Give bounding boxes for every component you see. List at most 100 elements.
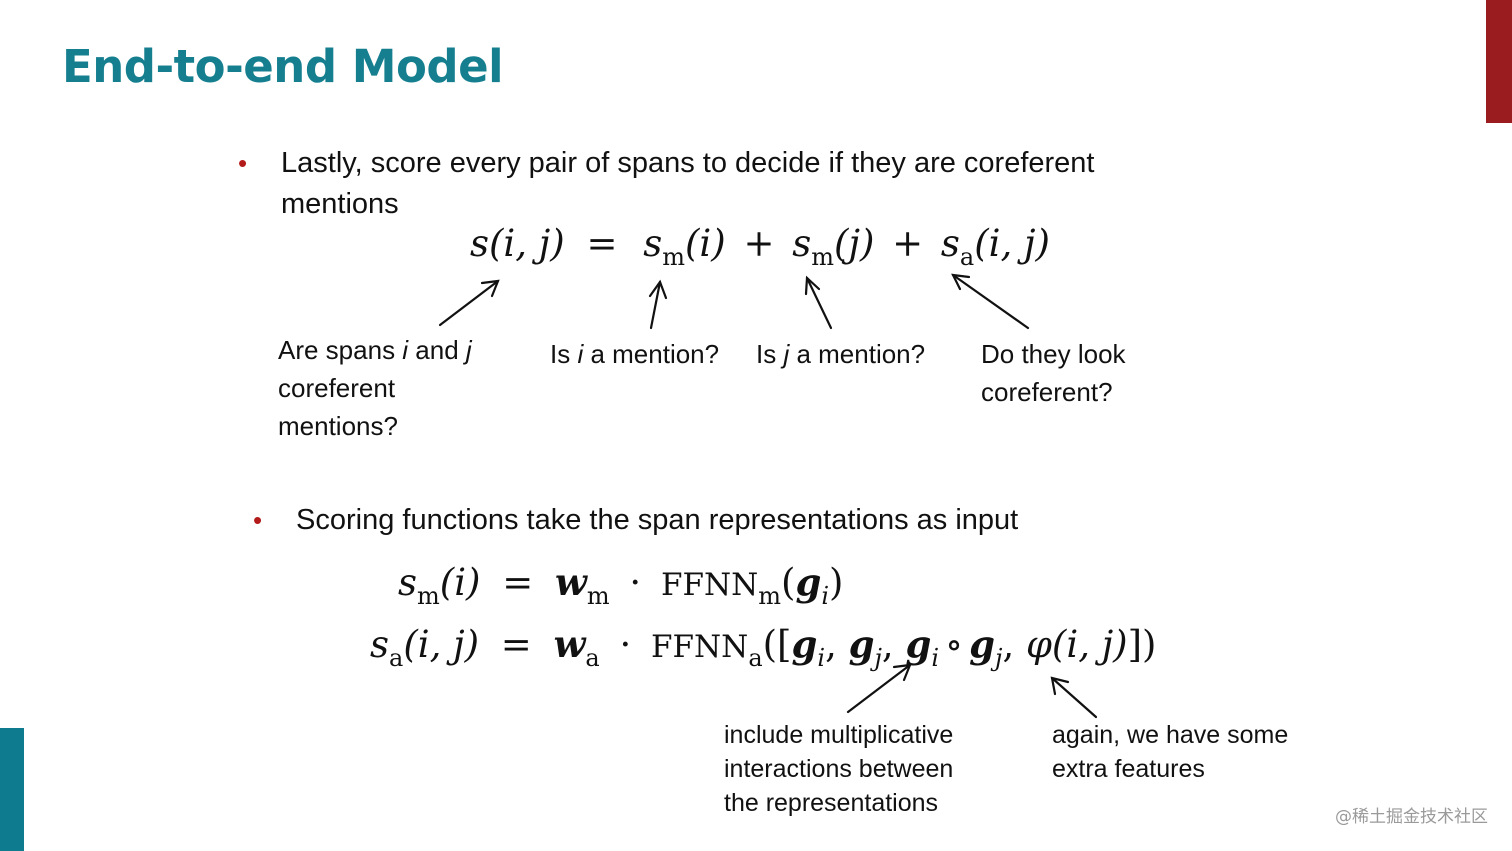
arrow-extra-features — [1050, 676, 1098, 719]
eq3-g2: g — [848, 622, 875, 666]
eq2-arg: (i) — [439, 561, 481, 604]
eq3-g2-sub: j — [874, 644, 882, 672]
antecedent-score-equation: sa(i, j) = wa · FFNNa([gi, gj, gi∘gj, φ(… — [370, 622, 1157, 672]
eq2-dot: · — [629, 561, 642, 604]
pair-score-equation: s(i, j) = sm(i) + sm(j) + sa(i, j) — [470, 222, 1050, 271]
a1-i: i — [402, 335, 409, 365]
eq1-term2-arg: (j) — [834, 222, 875, 265]
bullet-dot: • — [253, 505, 263, 535]
watermark: @稀土掘金技术社区 — [1335, 807, 1488, 827]
arrow-i-mention — [649, 280, 662, 330]
a2-i: i — [577, 339, 584, 369]
eq2-s: s — [398, 561, 417, 604]
eq2-g-sub: i — [821, 582, 829, 610]
b2-line-2: extra features — [1052, 755, 1205, 783]
eq1-lhs: s(i, j) — [470, 222, 565, 265]
eq3-g3-sub: i — [931, 644, 940, 672]
mention-score-equation: sm(i) = wm · FFNNm(gi) — [398, 560, 843, 610]
eq3-phi: φ(i, j) — [1026, 623, 1128, 666]
eq3-equals: = — [500, 623, 532, 666]
eq3-dot: · — [619, 623, 632, 666]
eq2-ffnn-sub: m — [758, 582, 781, 610]
eq3-ffnn: FFNN — [651, 629, 749, 665]
eq1-plus-2: + — [892, 222, 924, 265]
eq3-s-sub: a — [389, 644, 404, 672]
arrow-look-coreferent — [951, 273, 1030, 330]
eq1-term3-arg: (i, j) — [974, 222, 1050, 265]
eq3-w-sub: a — [585, 644, 600, 672]
eq3-g1-sub: i — [817, 644, 826, 672]
bullet-1-line-1: Lastly, score every pair of spans to dec… — [281, 147, 1095, 179]
eq2-ffnn: FFNN — [660, 567, 759, 603]
arrow-j-mention — [805, 276, 833, 330]
eq1-term1: s — [643, 222, 663, 265]
bullet-1-line-2: mentions — [281, 188, 399, 220]
slide-title: End-to-end Model — [62, 40, 504, 93]
eq3-open: ([ — [762, 623, 792, 666]
eq2-close: ) — [829, 561, 844, 604]
bullet-2-text: Scoring functions take the span represen… — [296, 504, 1019, 536]
eq3-hadamard-circle: ∘ — [945, 623, 964, 666]
arrow-i-mention-head — [648, 279, 668, 300]
arrow-multiplicative-head — [892, 663, 912, 682]
arrow-coreferent-pair-head — [480, 279, 500, 298]
a3-pre: Is — [756, 339, 784, 369]
eq1-plus-1: + — [743, 222, 775, 265]
eq2-w: w — [555, 560, 587, 604]
a1-j: j — [465, 335, 472, 365]
arrow-multiplicative — [846, 663, 912, 714]
eq1-equals: = — [586, 222, 618, 265]
eq1-term2: s — [792, 222, 812, 265]
b1-line-1: include multiplicative — [724, 721, 954, 749]
eq1-term1-arg: (i) — [685, 222, 726, 265]
a1-pre: Are spans — [278, 335, 403, 365]
b1-line-2: interactions between — [724, 755, 954, 783]
bullet-dot: • — [238, 148, 248, 178]
eq1-term2-sub: m — [811, 243, 835, 271]
eq3-s: s — [370, 623, 389, 666]
bottom-left-accent-bar — [0, 728, 24, 851]
eq2-g: g — [795, 560, 822, 604]
eq3-comma-3: , — [1002, 623, 1015, 666]
arrow-extra-features-head — [1050, 676, 1070, 696]
a3-j: j — [783, 339, 790, 369]
top-right-accent-bar — [1486, 0, 1512, 123]
eq3-g3: g — [905, 622, 932, 666]
arrow-j-mention-head — [804, 275, 821, 296]
eq2-s-sub: m — [417, 582, 440, 610]
a1-mid: and — [408, 335, 466, 365]
eq3-g4: g — [969, 622, 996, 666]
eq1-term3-sub: a — [959, 243, 975, 271]
b2-line-1: again, we have some — [1052, 721, 1289, 749]
eq3-close: ]) — [1127, 623, 1157, 666]
eq3-ffnn-sub: a — [748, 644, 763, 672]
eq2-equals: = — [502, 561, 534, 604]
eq3-g4-sub: j — [995, 644, 1003, 672]
annotation-coreferent-pair: Are spans i and j coreferent mentions? — [278, 331, 472, 445]
arrow-coreferent-pair — [438, 279, 500, 327]
eq3-g1: g — [791, 622, 818, 666]
eq3-arg: (i, j) — [403, 623, 480, 666]
eq3-comma-1: , — [825, 623, 837, 666]
a1-line-3: mentions? — [278, 411, 398, 441]
a3-post: a mention? — [789, 339, 926, 369]
annotation-extra-features: again, we have some extra features — [1052, 718, 1288, 786]
a2-pre: Is — [550, 339, 578, 369]
eq3-w: w — [553, 622, 586, 666]
a1-line-2: coreferent — [278, 373, 396, 403]
b1-line-3: the representations — [724, 789, 939, 817]
eq1-term1-sub: m — [662, 243, 685, 271]
annotation-j-mention: Is j a mention? — [756, 335, 925, 373]
eq1-term3: s — [940, 222, 960, 265]
eq2-open: ( — [781, 561, 796, 604]
eq2-w-sub: m — [586, 582, 610, 610]
arrow-look-coreferent-head — [951, 273, 971, 291]
a4-line-2: coreferent? — [981, 377, 1113, 407]
annotation-look-coreferent: Do they look coreferent? — [981, 335, 1126, 411]
a2-post: a mention? — [583, 339, 720, 369]
annotation-i-mention: Is i a mention? — [550, 335, 719, 373]
a4-line-1: Do they look — [981, 339, 1126, 369]
annotation-multiplicative: include multiplicative interactions betw… — [724, 718, 953, 820]
eq3-comma-2: , — [881, 623, 894, 666]
